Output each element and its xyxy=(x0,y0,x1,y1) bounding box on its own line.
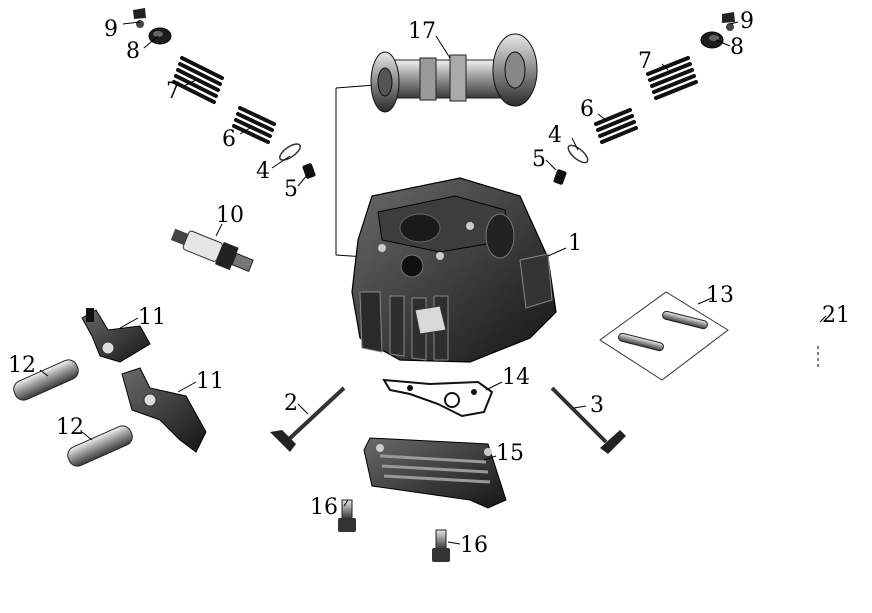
side-cover xyxy=(363,437,507,509)
valve-keeper-right xyxy=(722,12,735,31)
spark-plug xyxy=(170,228,254,272)
callout-7-right: 7 xyxy=(638,49,652,74)
callout-6-right: 6 xyxy=(580,97,594,122)
head-gasket xyxy=(382,378,494,418)
spring-retainer-right xyxy=(700,31,724,49)
intake-valve xyxy=(270,386,346,452)
callout-15: 15 xyxy=(496,441,524,466)
callout-10: 10 xyxy=(216,203,244,228)
callout-16-left: 16 xyxy=(310,495,338,520)
rocker-arm-lower xyxy=(121,367,207,453)
valve-keeper-left xyxy=(133,8,146,28)
callout-6-left: 6 xyxy=(222,127,236,152)
rocker-arm-upper xyxy=(81,308,151,363)
callout-4-left: 4 xyxy=(256,159,270,184)
callout-3: 3 xyxy=(590,393,604,418)
callout-21: 21 xyxy=(822,303,850,328)
callout-16-right: 16 xyxy=(460,533,488,558)
exhaust-valve xyxy=(550,386,626,454)
callout-17: 17 xyxy=(408,19,436,44)
leader-lines xyxy=(39,21,827,545)
spring-retainer-left xyxy=(148,27,172,45)
valve-seat-ring-left xyxy=(279,143,301,161)
callout-1: 1 xyxy=(568,231,582,256)
valve-seal-left xyxy=(302,163,316,179)
callout-8-right: 8 xyxy=(730,35,744,60)
callout-13: 13 xyxy=(706,283,734,308)
callout-11-lower: 11 xyxy=(196,369,224,394)
dowel-pin-set xyxy=(599,291,729,381)
valve-seal-right xyxy=(553,169,567,185)
callout-9-left: 9 xyxy=(104,17,118,42)
callout-14: 14 xyxy=(502,365,530,390)
callout-4-right: 4 xyxy=(548,123,562,148)
inner-spring-right xyxy=(594,108,638,144)
callout-5-left: 5 xyxy=(284,177,298,202)
callout-12-upper: 12 xyxy=(8,353,36,378)
callout-2: 2 xyxy=(284,391,298,416)
outer-spring-left xyxy=(172,56,224,104)
cylinder-head xyxy=(351,177,557,363)
callout-12-lower: 12 xyxy=(56,415,84,440)
inner-spring-left xyxy=(232,106,276,144)
callout-8-left: 8 xyxy=(126,39,140,64)
callout-11-upper: 11 xyxy=(138,305,166,330)
rocker-shaft-lower xyxy=(67,425,133,467)
bolt-right xyxy=(432,529,450,562)
outer-spring-right xyxy=(646,56,698,100)
camshaft xyxy=(335,33,538,259)
callout-9-right: 9 xyxy=(740,9,754,34)
callout-5-right: 5 xyxy=(532,147,546,172)
callout-7-left: 7 xyxy=(166,79,180,104)
valve-seat-ring-right xyxy=(567,144,589,164)
bolt-left xyxy=(338,499,356,532)
